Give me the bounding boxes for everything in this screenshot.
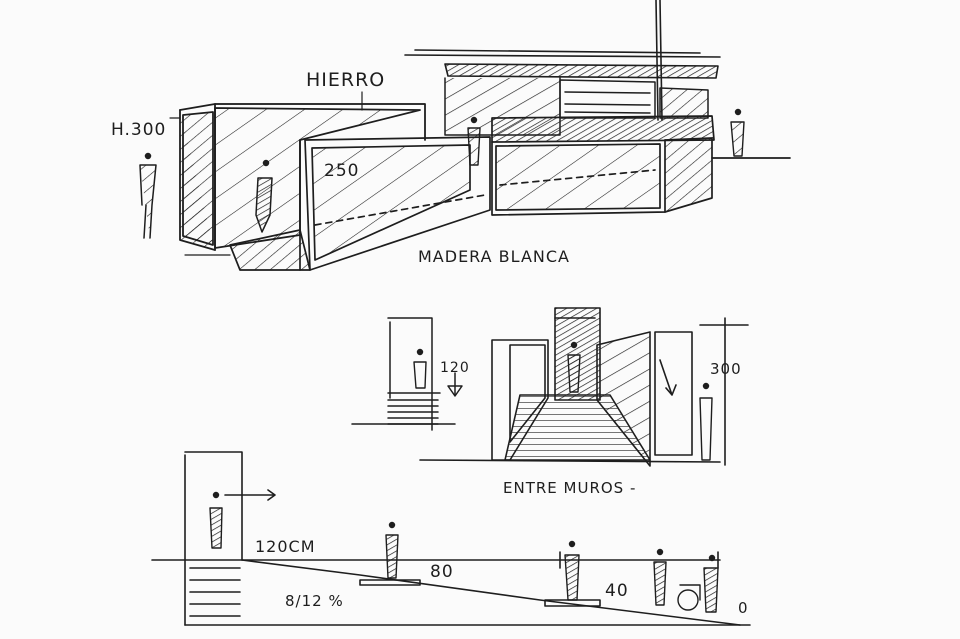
human-figure (564, 540, 580, 601)
human-figure (653, 548, 667, 606)
label-height-300: H.300 (111, 120, 166, 140)
ramp-bridge (229, 136, 491, 271)
human-figure (139, 152, 157, 239)
human-figure (413, 348, 427, 389)
label-80: 80 (430, 562, 454, 582)
upper-roof-slab (404, 0, 721, 121)
label-entre-muros: ENTRE MUROS - (503, 479, 636, 497)
label-300: 300 (710, 360, 742, 378)
human-figure (567, 341, 581, 393)
label-madera-blanca: MADERA BLANCA (418, 247, 570, 266)
label-120cm: 120CM (255, 537, 316, 556)
ramp-section-profile: 120CM 80 40 8/12 % 0 (151, 451, 751, 626)
label-slope: 8/12 % (285, 592, 344, 610)
building-perspective-sketch: HIERRO H.300 250 MADERA BLANCA (111, 0, 791, 271)
human-figure (467, 116, 481, 166)
human-figure (255, 159, 273, 233)
human-figure (385, 521, 399, 579)
label-40: 40 (605, 581, 629, 601)
right-volume (491, 115, 791, 216)
corridor-between-walls: 300 ENTRE MUROS - (419, 307, 749, 497)
label-zero: 0 (738, 599, 749, 617)
human-figure (209, 491, 223, 549)
label-250: 250 (324, 161, 359, 181)
human-figure (730, 108, 745, 157)
dimension-lines (169, 91, 426, 256)
label-hierro: HIERRO (306, 69, 385, 91)
section-detail-step: 120 (351, 317, 470, 431)
label-120: 120 (440, 360, 470, 376)
human-figure (699, 382, 713, 461)
wheelchair-user-figure (677, 554, 719, 613)
